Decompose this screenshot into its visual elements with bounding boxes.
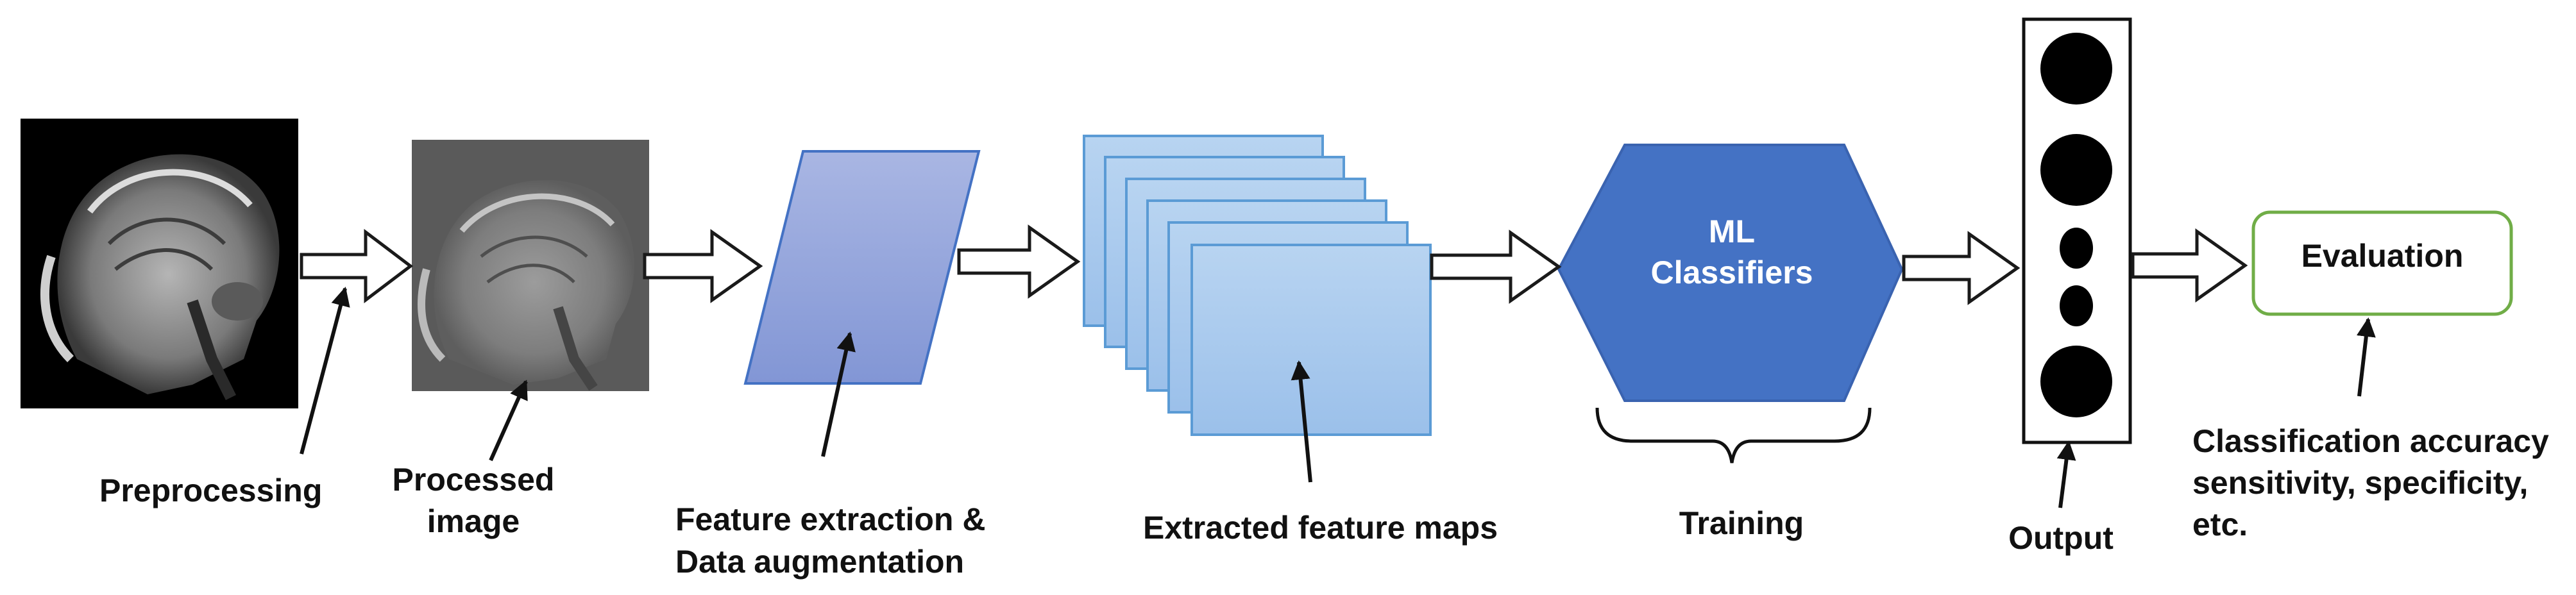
label-metrics-line1: Classification accuracy bbox=[2192, 423, 2549, 459]
ml-classifiers-label-line2: Classifiers bbox=[1651, 255, 1813, 290]
ml-classifiers-label-line1: ML bbox=[1709, 214, 1755, 249]
flow-arrow-1 bbox=[300, 228, 414, 304]
flow-arrow-6 bbox=[2131, 228, 2248, 303]
output-node-5 bbox=[2040, 346, 2112, 417]
flow-arrow-2 bbox=[643, 229, 763, 303]
label-metrics-line3: etc. bbox=[2192, 507, 2248, 542]
label-processed-image-line1: Processed bbox=[393, 462, 555, 498]
output-layer bbox=[2022, 17, 2132, 444]
feature-map-6 bbox=[1191, 244, 1432, 436]
label-output: Output bbox=[2008, 520, 2114, 556]
label-feature-extraction-line2: Data augmentation bbox=[675, 544, 964, 580]
pointer-output bbox=[2056, 440, 2076, 508]
mri-original-image bbox=[21, 119, 298, 408]
training-brace bbox=[1595, 407, 1872, 464]
pointer-arrows bbox=[300, 287, 2376, 508]
feature-extraction-shape bbox=[743, 150, 981, 385]
flow-arrows bbox=[300, 224, 2248, 305]
output-node-3 bbox=[2060, 228, 2093, 269]
feature-maps-stack bbox=[1083, 135, 1432, 436]
flow-arrow-3 bbox=[957, 224, 1081, 299]
pointer-evaluation bbox=[2356, 317, 2376, 397]
label-metrics-line2: sensitivity, specificity, bbox=[2192, 465, 2528, 501]
label-extracted-feature-maps: Extracted feature maps bbox=[1143, 510, 1498, 546]
pointer-processed-image bbox=[489, 380, 528, 462]
flow-arrow-5 bbox=[1902, 231, 2021, 305]
label-feature-extraction-line1: Feature extraction & bbox=[675, 501, 985, 537]
evaluation-box bbox=[2251, 210, 2513, 316]
label-processed-image-line2: image bbox=[427, 503, 520, 539]
output-node-1 bbox=[2040, 33, 2112, 105]
output-node-4 bbox=[2060, 285, 2093, 326]
pointer-feature-extraction bbox=[821, 331, 856, 457]
ml-classifiers-hexagon bbox=[1557, 144, 1904, 402]
label-preprocessing: Preprocessing bbox=[99, 473, 322, 508]
label-training: Training bbox=[1679, 505, 1804, 541]
pointer-preprocessing bbox=[300, 287, 350, 455]
pointer-feature-maps bbox=[1291, 360, 1312, 483]
flow-arrow-4 bbox=[1430, 230, 1562, 304]
mri-processed-image bbox=[412, 140, 649, 391]
evaluation-label: Evaluation bbox=[2301, 238, 2464, 274]
output-node-2 bbox=[2040, 134, 2112, 206]
